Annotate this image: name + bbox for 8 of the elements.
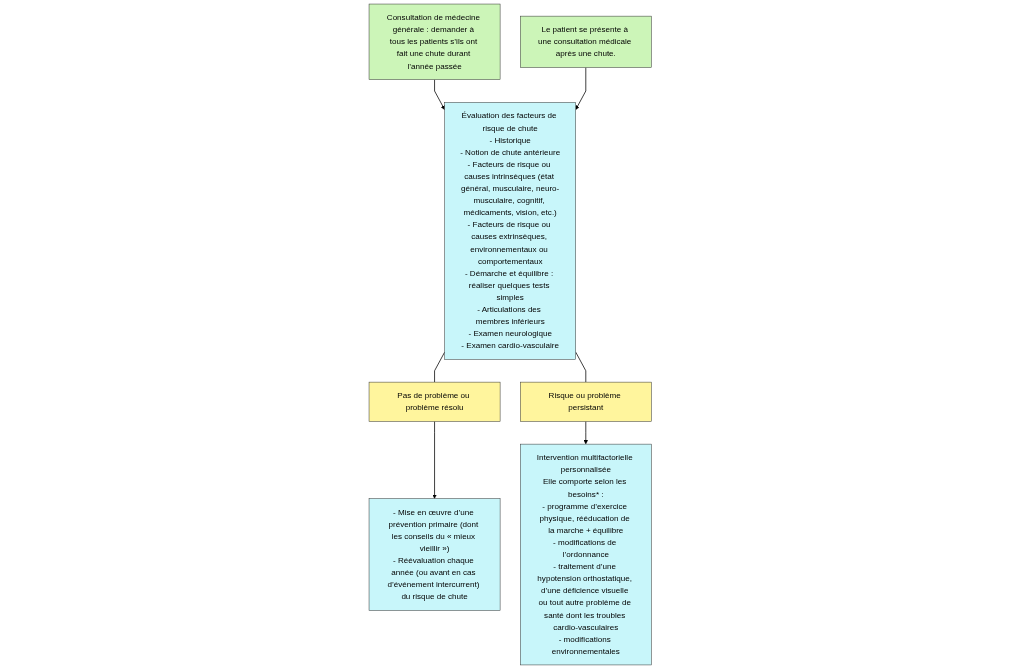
node-box: - Mise en œuvre d’une prévention primaire (dont les conseils du « mieux vieillir ») - Réévaluation chaque année (ou avant en cas d’événement intercurrent) du risque de chute xyxy=(369,498,501,611)
node-box: Le patient se présente à une consultation médicale après une chute. xyxy=(520,15,652,68)
connector xyxy=(434,351,446,383)
node-box: Évaluation des facteurs de risque de chute - Historique - Notion de chute antérieure - Facteurs de risque ou causes intrinsèques (état général, musculaire, neuro-musculaire, cognitif, médicaments, vision, etc.) - Facteurs de risque ou causes extrinsèques, environnementaux ou comportementaux - Démarche et équilibre : réaliser quelques tests simples - Articulations des membres inférieurs - Examen neurologique - Examen cardio-vasculaire xyxy=(444,102,577,360)
node-box: Pas de problème ou problème résolu xyxy=(369,381,501,422)
node-box: Risque ou problème persistant xyxy=(520,381,652,422)
node-box: Intervention multifactorielle personnalisée Elle comporte selon les besoins* : - programme d’exercice physique, rééducation de la marche + équilibre - modifications de l’ordonnance - traitement d’une hypotension orthostatique, d’une déficience visuelle ou tout autre problème de santé dont les troubles cardio-vasculaires - modifications environnementales xyxy=(520,443,652,666)
node-box: Consultation de médecine générale : demander à tous les patients s’ils ont fait une chute durant l’année passée xyxy=(369,3,501,80)
